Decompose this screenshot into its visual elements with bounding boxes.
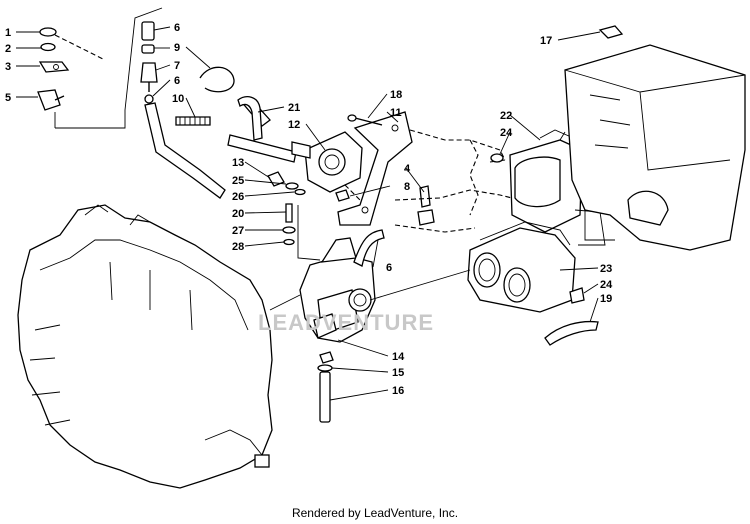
callout-11: 11 xyxy=(390,107,402,119)
silencer-main-box xyxy=(564,25,746,251)
callout-27: 27 xyxy=(232,225,244,237)
leader-lines xyxy=(16,26,601,401)
callout-24-lower: 24 xyxy=(600,279,613,291)
callout-26: 26 xyxy=(232,191,244,203)
watermark: LEADVENTURE xyxy=(258,310,434,335)
callout-3: 3 xyxy=(5,61,11,73)
throttle-body xyxy=(291,131,363,201)
callout-9: 9 xyxy=(174,42,180,54)
callout-25: 25 xyxy=(232,175,244,187)
callout-12: 12 xyxy=(288,119,300,131)
callout-18: 18 xyxy=(390,89,402,101)
callout-6-top: 6 xyxy=(174,22,180,34)
callout-28: 28 xyxy=(232,241,244,253)
callout-6-carb: 6 xyxy=(386,262,392,274)
callout-1: 1 xyxy=(5,27,11,39)
callout-22: 22 xyxy=(500,110,512,122)
callout-14: 14 xyxy=(392,351,405,363)
callout-23: 23 xyxy=(600,263,612,275)
callout-5: 5 xyxy=(5,92,11,104)
callout-2: 2 xyxy=(5,43,11,55)
callout-numbers: 1 2 3 5 6 9 7 6 10 21 12 18 11 13 25 26 … xyxy=(5,22,613,397)
callout-19: 19 xyxy=(600,293,612,305)
callout-20: 20 xyxy=(232,208,244,220)
callout-10: 10 xyxy=(172,93,184,105)
callout-17: 17 xyxy=(540,35,552,47)
bolts-13-28 xyxy=(267,171,321,261)
callout-21: 21 xyxy=(288,102,300,114)
callout-8: 8 xyxy=(404,181,410,193)
mounting-bracket xyxy=(335,111,521,233)
fastener-group-1-5 xyxy=(37,7,163,129)
callout-24-upper: 24 xyxy=(500,127,513,139)
silencer-lower-box xyxy=(369,221,599,346)
footer-credit: Rendered by LeadVenture, Inc. xyxy=(291,506,459,520)
silencer-upper-box xyxy=(489,129,606,246)
engine-block xyxy=(17,204,273,489)
callout-16: 16 xyxy=(392,385,404,397)
callout-13: 13 xyxy=(232,157,244,169)
callout-15: 15 xyxy=(392,367,404,379)
callout-6-mid: 6 xyxy=(174,75,180,87)
fuel-line-parts xyxy=(140,21,297,199)
callout-7: 7 xyxy=(174,60,180,72)
callout-4: 4 xyxy=(404,163,411,175)
